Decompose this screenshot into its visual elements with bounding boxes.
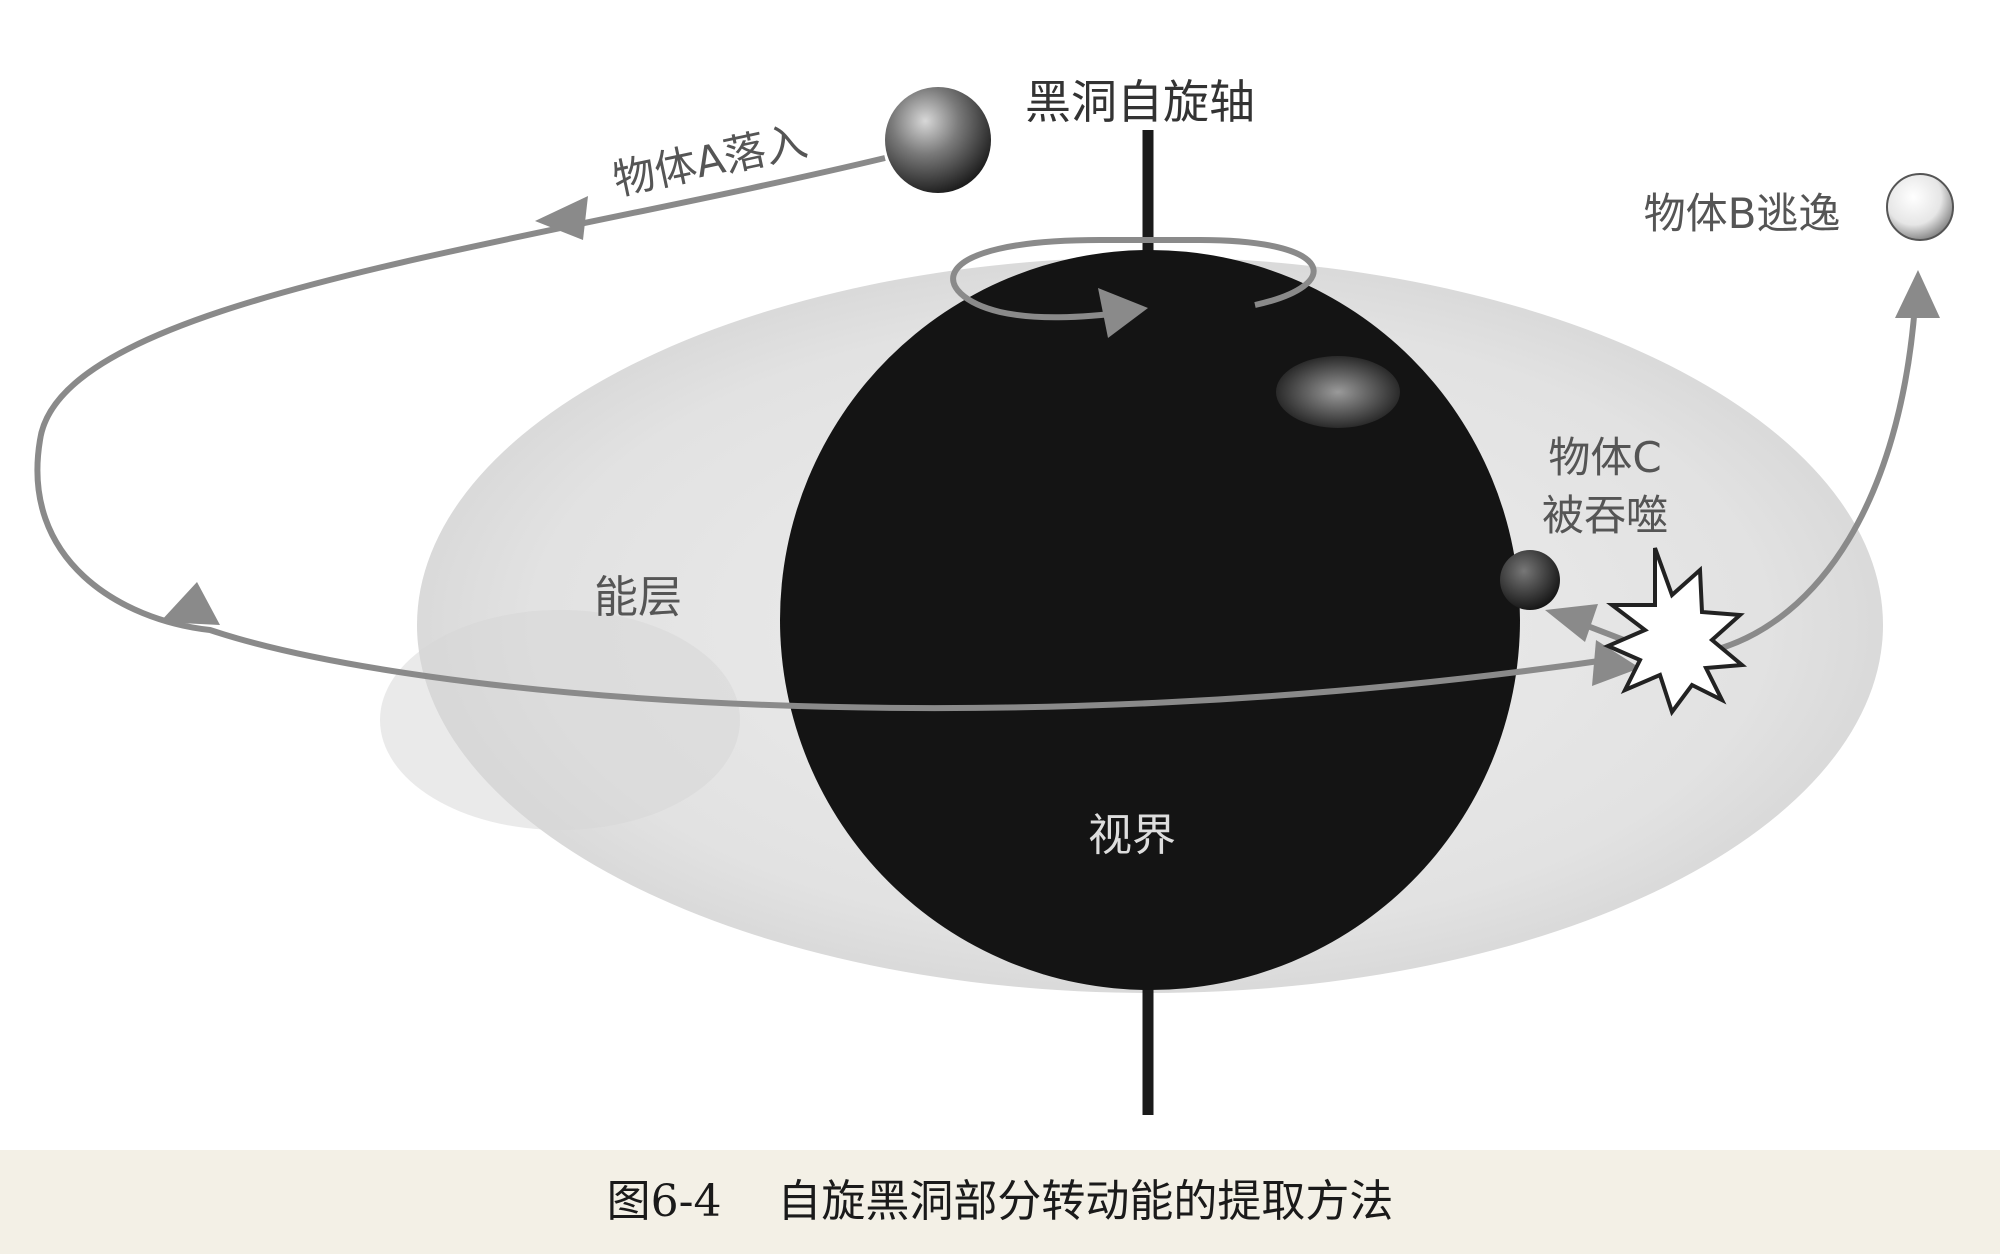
horizon-reflection [1276, 356, 1400, 428]
arrow-head-a-right [1592, 640, 1640, 686]
arrow-head-a-lower [160, 582, 220, 625]
event-horizon-sphere [780, 250, 1520, 990]
spin-arrow-head [1098, 288, 1148, 338]
black-hole-diagram: 黑洞自旋轴 物体A落入 物体B逃逸 物体C 被吞噬 能层 视界 [34, 75, 1954, 1115]
spin-axis-label: 黑洞自旋轴 [1025, 75, 1255, 129]
object-a-sphere [885, 87, 991, 193]
object-c-label-line2: 被吞噬 [1542, 491, 1668, 540]
caption-bar [0, 1150, 2000, 1254]
object-c-sphere [1500, 550, 1560, 610]
arrow-head-a-upper [535, 196, 588, 240]
figure-caption: 图6-4 自旋黑洞部分转动能的提取方法 [606, 1176, 1394, 1227]
event-horizon-label: 视界 [1088, 810, 1176, 861]
spin-rotation-arrow [950, 237, 1317, 321]
arrow-head-b [1895, 270, 1940, 318]
explosion-burst-icon [1602, 547, 1748, 717]
object-c-label-line1: 物体C [1548, 433, 1661, 482]
arrow-head-c [1545, 604, 1598, 642]
object-b-escape-path [1714, 304, 1918, 653]
object-a-infall-path [34, 155, 1621, 712]
ergosphere-texture [380, 610, 740, 830]
object-b-label: 物体B逃逸 [1644, 189, 1841, 238]
object-a-label: 物体A落入 [609, 116, 812, 205]
ergosphere-label: 能层 [594, 572, 682, 623]
object-b-sphere [1886, 173, 1954, 241]
